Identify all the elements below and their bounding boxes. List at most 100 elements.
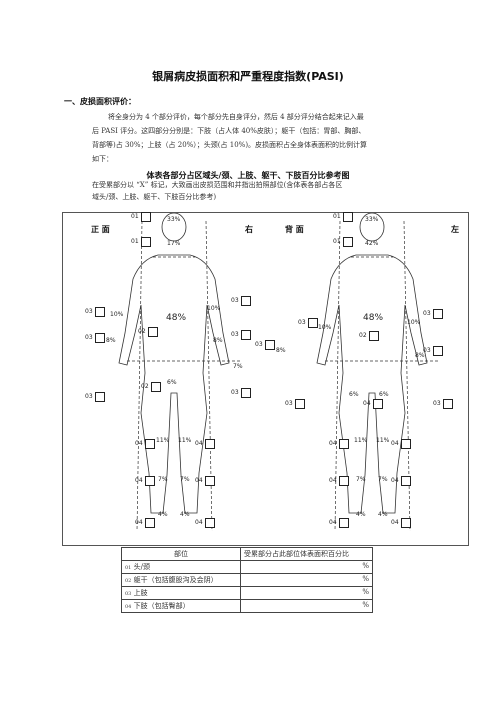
area-table: 部位 受累部分占此部位体表面积百分比 01 头/颈 % 02 躯干（包括腹股沟及… bbox=[121, 547, 373, 613]
code-03: 03 bbox=[231, 297, 239, 304]
para-line-2: 后 PASI 评分。这四部分分别是：下肢（占人体 40%皮肤）；躯干（包括：胃部… bbox=[92, 127, 366, 135]
checkbox-trunk-back[interactable] bbox=[369, 331, 379, 341]
code-04: 04 bbox=[391, 440, 399, 447]
pct-buttock-right-back: 6% bbox=[349, 391, 359, 398]
pct-trunk-back: 48% bbox=[363, 313, 384, 323]
checkbox-thigh-right-front[interactable] bbox=[205, 439, 215, 449]
checkbox-forearm-left-back[interactable] bbox=[433, 346, 443, 356]
table-row: 04 下肢（包括臀部） % bbox=[121, 599, 373, 613]
table-cell-part: 04 下肢（包括臀部） bbox=[121, 599, 241, 613]
guide-line bbox=[334, 220, 341, 532]
body-outline-svg bbox=[118, 213, 439, 532]
pct-forearm-left-front: 8% bbox=[106, 337, 116, 344]
code-03: 03 bbox=[285, 400, 293, 407]
checkbox-trunk-front[interactable] bbox=[148, 327, 158, 337]
pct-arm-upper-right-back: 10% bbox=[318, 324, 332, 331]
checkbox-hand-left-front[interactable] bbox=[95, 392, 105, 402]
checkbox-thigh-left-back[interactable] bbox=[401, 439, 411, 449]
checkbox-thigh-left-front[interactable] bbox=[145, 439, 155, 449]
table-row: 02 躯干（包括腹股沟及会阴） % bbox=[121, 573, 373, 587]
checkbox-shin-left-back[interactable] bbox=[401, 476, 411, 486]
pct-arm-upper-left-back: 10% bbox=[407, 319, 421, 326]
code-04: 04 bbox=[195, 477, 203, 484]
pct-head-back: 33% bbox=[365, 216, 379, 223]
pct-trunk-front: 48% bbox=[166, 313, 187, 323]
row-code: 03 bbox=[125, 591, 132, 597]
checkbox-thigh-right-back[interactable] bbox=[339, 439, 349, 449]
table-cell-pct[interactable]: % bbox=[240, 560, 373, 574]
code-04: 04 bbox=[195, 440, 203, 447]
row-code: 01 bbox=[125, 565, 132, 571]
table-header-row: 部位 受累部分占此部位体表面积百分比 bbox=[121, 547, 373, 561]
checkbox-hand-left-back[interactable] bbox=[443, 399, 453, 409]
pct-genital-front: 6% bbox=[167, 379, 177, 386]
code-01: 01 bbox=[131, 213, 139, 220]
checkbox-arm-right-front[interactable] bbox=[241, 296, 251, 306]
checkbox-forearm-right-back[interactable] bbox=[265, 340, 275, 350]
pct-foot-right-back: 4% bbox=[356, 511, 366, 518]
checkbox-head-front[interactable] bbox=[141, 212, 151, 222]
pct-thigh-left-front: 11% bbox=[156, 437, 170, 444]
checkbox-neck-front[interactable] bbox=[141, 237, 151, 247]
table-cell-pct[interactable]: % bbox=[240, 586, 373, 600]
para-line-4: 如下： bbox=[92, 155, 113, 163]
code-04: 04 bbox=[135, 519, 143, 526]
figure-note-line-1: 在受累部分以 “X” 标记，大致画出皮损范围和并指出拍照部位(含体表各部占各区 bbox=[92, 181, 343, 189]
left-label: 左 bbox=[451, 225, 459, 234]
checkbox-forearm-right-front[interactable] bbox=[241, 330, 251, 340]
code-04: 04 bbox=[135, 477, 143, 484]
code-03: 03 bbox=[423, 310, 431, 317]
table-cell-pct[interactable]: % bbox=[240, 573, 373, 587]
code-04: 04 bbox=[195, 519, 203, 526]
checkbox-forearm-left-front[interactable] bbox=[95, 333, 105, 343]
pct-thigh-right-front: 11% bbox=[178, 437, 192, 444]
table-header-cell: 部位 bbox=[121, 547, 241, 561]
checkbox-shin-left-front[interactable] bbox=[145, 476, 155, 486]
pct-foot-left-front: 4% bbox=[158, 511, 168, 518]
checkbox-foot-left-front[interactable] bbox=[145, 518, 155, 528]
code-01: 01 bbox=[333, 213, 341, 220]
section-heading: 一、皮损面积评价： bbox=[64, 97, 136, 106]
checkbox-shin-right-back[interactable] bbox=[339, 476, 349, 486]
code-03: 03 bbox=[85, 308, 93, 315]
code-03: 03 bbox=[231, 331, 239, 338]
checkbox-buttock-back[interactable] bbox=[373, 399, 383, 409]
pct-thigh-right-back: 11% bbox=[354, 437, 368, 444]
code-04: 04 bbox=[391, 477, 399, 484]
checkbox-head-back[interactable] bbox=[343, 212, 353, 222]
checkbox-hand-right-back[interactable] bbox=[295, 399, 305, 409]
row-name: 下肢（包括臀部） bbox=[133, 602, 190, 610]
code-04: 04 bbox=[329, 519, 337, 526]
table-cell-pct[interactable]: % bbox=[240, 599, 373, 613]
checkbox-arm-upper-right-back[interactable] bbox=[308, 318, 318, 328]
checkbox-foot-right-back[interactable] bbox=[339, 518, 349, 528]
checkbox-genital-front[interactable] bbox=[151, 382, 161, 392]
code-01: 01 bbox=[333, 238, 341, 245]
pct-neck-back: 42% bbox=[365, 240, 379, 247]
pct-head-front: 33% bbox=[167, 216, 181, 223]
table-cell-part: 03 上肢 bbox=[121, 586, 241, 600]
checkbox-shin-right-front[interactable] bbox=[205, 476, 215, 486]
code-04: 04 bbox=[391, 519, 399, 526]
table-row: 03 上肢 % bbox=[121, 586, 373, 600]
code-03: 03 bbox=[85, 334, 93, 341]
pct-buttock-left-back: 6% bbox=[379, 391, 389, 398]
checkbox-hand-right-front[interactable] bbox=[241, 388, 251, 398]
code-03: 03 bbox=[231, 389, 239, 396]
checkbox-foot-right-front[interactable] bbox=[205, 518, 215, 528]
checkbox-foot-left-back[interactable] bbox=[401, 518, 411, 528]
checkbox-arm-upper-left-back[interactable] bbox=[433, 309, 443, 319]
back-head-shape bbox=[359, 213, 385, 242]
guide-line bbox=[136, 220, 143, 532]
checkbox-arm-upper-left-front[interactable] bbox=[95, 307, 105, 317]
right-label: 右 bbox=[245, 225, 253, 234]
checkbox-neck-back[interactable] bbox=[343, 237, 353, 247]
row-name: 头/颈 bbox=[133, 563, 150, 571]
code-01: 01 bbox=[131, 238, 139, 245]
figure-note: 在受累部分以 “X” 标记，大致画出皮损范围和并指出拍照部位(含体表各部占各区 … bbox=[92, 179, 432, 203]
row-name: 躯干（包括腹股沟及会阴） bbox=[133, 576, 218, 584]
code-02: 02 bbox=[138, 328, 146, 335]
back-label: 背 面 bbox=[285, 225, 304, 234]
pct-forearm-right-back: 8% bbox=[276, 347, 286, 354]
pct-shin-left-front: 7% bbox=[158, 476, 168, 483]
